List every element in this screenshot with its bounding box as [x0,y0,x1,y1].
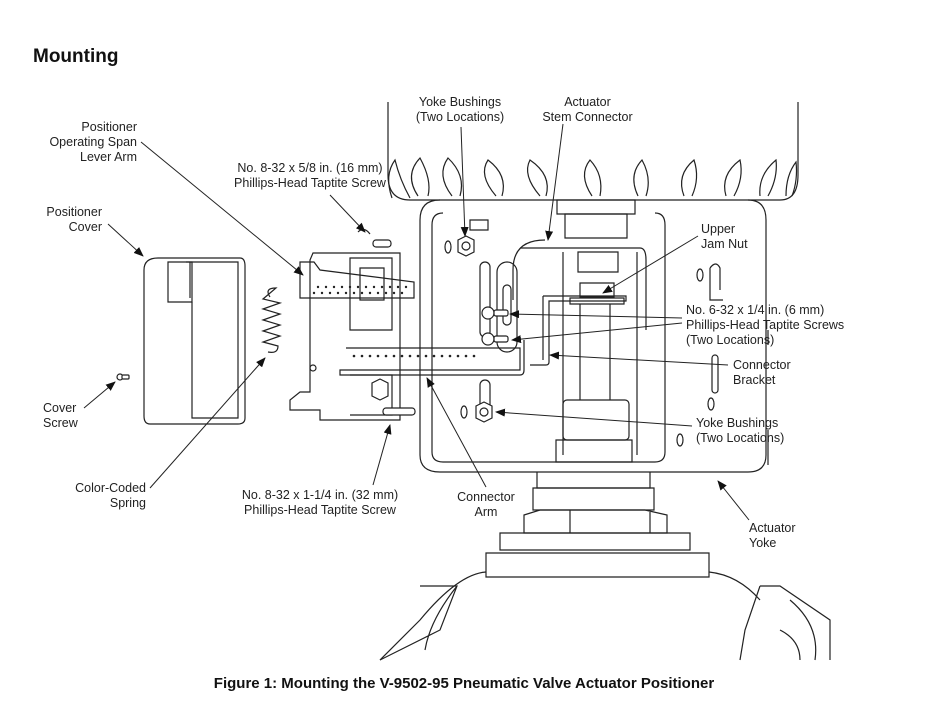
actuator-yoke-plate [420,200,768,472]
valve-bonnet [380,472,830,660]
lever-arm [300,262,414,298]
screws-6-32 [482,307,508,345]
housing-ribs [389,158,797,198]
label-connector-bracket: Connector Bracket [733,358,791,387]
leader-lines [84,124,749,520]
yoke-bushings [458,220,492,422]
connector-bracket [530,296,626,365]
label-lever-arm: Positioner Operating Span Lever Arm [49,120,137,164]
label-screw-1-1-4: No. 8-32 x 1-1/4 in. (32 mm) Phillips-He… [241,488,399,517]
positioner-body [290,229,415,420]
label-positioner-cover: Positioner Cover [46,205,102,234]
label-actuator-stem-connector: Actuator Stem Connector [542,95,633,124]
color-coded-spring [263,288,280,352]
label-cover-screw: Cover Screw [43,401,78,430]
figure-caption: Figure 1: Mounting the V-9502-95 Pneumat… [213,675,715,692]
section-heading: Mounting [33,46,119,67]
label-color-coded-spring: Color-Coded Spring [75,481,146,510]
label-yoke-bushings-top: Yoke Bushings (Two Locations) [415,95,505,124]
label-connector-arm: Connector Arm [457,490,515,519]
label-screw-5-8: No. 8-32 x 5/8 in. (16 mm) Phillips-Head… [234,161,386,190]
positioner-cover [144,258,245,424]
label-upper-jam-nut: Upper Jam Nut [701,222,748,251]
label-screws-6-32: No. 6-32 x 1/4 in. (6 mm) Phillips-Head … [686,303,845,347]
cover-screw [117,374,129,380]
label-yoke-bushings-bottom: Yoke Bushings (Two Locations) [696,416,785,445]
label-actuator-yoke: Actuator Yoke [749,521,796,550]
